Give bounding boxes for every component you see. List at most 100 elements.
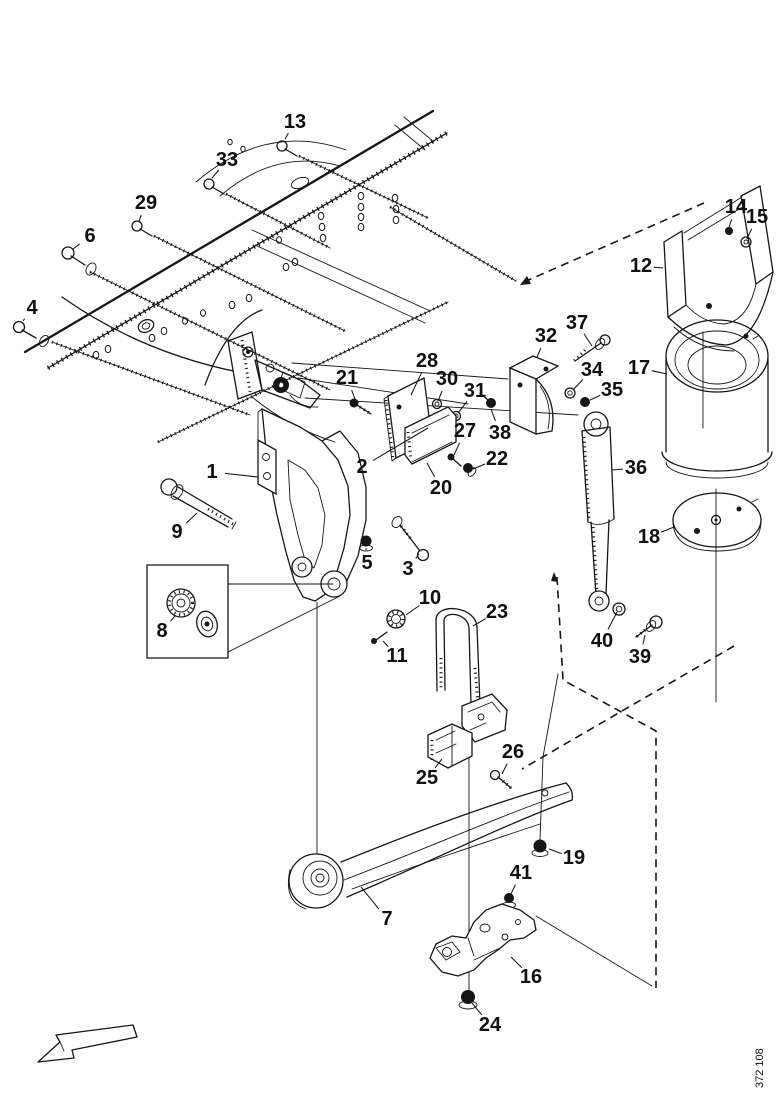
bushing-washers-8 <box>166 588 218 638</box>
bolt-3 <box>391 515 430 562</box>
callout-26: 26 <box>501 741 524 775</box>
washer-30 <box>431 398 443 410</box>
callout-28: 28 <box>410 350 438 396</box>
nut-24 <box>458 990 478 1010</box>
bolt-37 <box>572 334 611 363</box>
torque-arm-7 <box>287 782 574 910</box>
nut-15 <box>740 236 752 248</box>
callout-41: 41 <box>509 862 532 897</box>
projection-lines <box>51 154 717 991</box>
callout-number-5: 5 <box>361 552 372 574</box>
callout-leader-7 <box>360 886 380 910</box>
bolt-29 <box>131 220 153 237</box>
bushing-inset <box>146 564 341 659</box>
bolt-38 <box>479 392 496 408</box>
callout-16: 16 <box>510 956 542 988</box>
callout-number-18: 18 <box>638 526 660 548</box>
callout-leader-1 <box>224 472 259 478</box>
callout-number-1: 1 <box>206 461 217 483</box>
callout-leader-31 <box>457 400 468 414</box>
callout-number-2: 2 <box>356 456 367 478</box>
callout-leader-37 <box>583 333 593 347</box>
callout-number-3: 3 <box>402 558 413 580</box>
callout-leader-12 <box>653 266 664 269</box>
callout-number-6: 6 <box>84 225 95 247</box>
axle-seat-25 <box>427 723 473 769</box>
hanger-bracket <box>257 407 367 602</box>
callout-leader-33 <box>211 169 220 179</box>
installed-hanger-context <box>61 140 429 443</box>
callout-number-21: 21 <box>336 367 358 389</box>
callout-number-13: 13 <box>284 111 306 133</box>
callout-leader-35 <box>589 394 601 401</box>
callout-38: 38 <box>489 408 511 444</box>
figure-number: 372 108 <box>754 1048 766 1088</box>
nut-10 <box>386 609 406 629</box>
callout-leader-32 <box>536 347 542 358</box>
callout-number-17: 17 <box>628 357 650 379</box>
callout-leader-11 <box>382 640 389 647</box>
callout-leader-15 <box>746 228 753 240</box>
callout-number-38: 38 <box>489 422 511 444</box>
callout-number-24: 24 <box>479 1014 502 1036</box>
bolt-14 <box>725 227 733 235</box>
bolt-11 <box>371 631 388 644</box>
callout-number-28: 28 <box>416 350 438 372</box>
callout-number-15: 15 <box>746 206 768 228</box>
callout-37: 37 <box>566 312 593 347</box>
nut-22 <box>463 463 477 477</box>
callout-number-33: 33 <box>216 149 238 171</box>
callout-leader-29 <box>138 214 142 222</box>
callout-7: 7 <box>360 886 393 930</box>
bracket-20 <box>404 406 457 465</box>
shock-absorber-36 <box>581 411 615 612</box>
callout-number-32: 32 <box>535 325 557 347</box>
callout-2: 2 <box>356 427 429 478</box>
callout-leader-2 <box>372 427 429 461</box>
nut-19 <box>531 839 549 857</box>
lower-bracket-16 <box>429 903 537 977</box>
callout-33: 33 <box>211 149 238 179</box>
callout-number-40: 40 <box>591 630 613 652</box>
callout-number-4: 4 <box>26 297 38 319</box>
bolt-39 <box>634 615 663 640</box>
callout-39: 39 <box>629 634 651 668</box>
callout-30: 30 <box>436 368 458 402</box>
bolt-4 <box>12 318 155 348</box>
callout-4: 4 <box>22 297 38 322</box>
callout-21: 21 <box>336 367 358 400</box>
callout-40: 40 <box>591 611 618 652</box>
callout-10: 10 <box>405 587 441 616</box>
callout-number-39: 39 <box>629 646 651 668</box>
callout-number-14: 14 <box>725 196 748 218</box>
callout-23: 23 <box>472 601 508 627</box>
callout-24: 24 <box>471 1002 502 1036</box>
callout-20: 20 <box>426 462 452 499</box>
callout-31: 31 <box>457 380 486 414</box>
callout-number-27: 27 <box>454 420 476 442</box>
nut-40 <box>612 602 626 616</box>
callout-number-26: 26 <box>502 741 524 763</box>
callout-leader-14 <box>728 219 733 228</box>
bolt-6 <box>61 246 97 276</box>
callout-13: 13 <box>284 111 306 140</box>
callout-leader-28 <box>410 372 422 396</box>
axle-reference-dashed-lines <box>521 202 735 988</box>
callout-number-12: 12 <box>630 255 652 277</box>
frame-rivet-holes <box>92 138 400 360</box>
callout-leader-19 <box>548 848 562 855</box>
upper-mount-bracket-12 <box>663 184 774 352</box>
callout-29: 29 <box>135 192 157 222</box>
bolt-9 <box>160 478 237 530</box>
callout-6: 6 <box>72 225 96 250</box>
callout-leader-40 <box>607 611 618 630</box>
callout-number-30: 30 <box>436 368 458 390</box>
callout-leader-25 <box>434 758 443 769</box>
callout-34: 34 <box>572 359 604 391</box>
callout-number-10: 10 <box>419 587 441 609</box>
callout-number-19: 19 <box>563 847 585 869</box>
callout-3: 3 <box>402 553 420 580</box>
callout-14: 14 <box>725 196 748 228</box>
